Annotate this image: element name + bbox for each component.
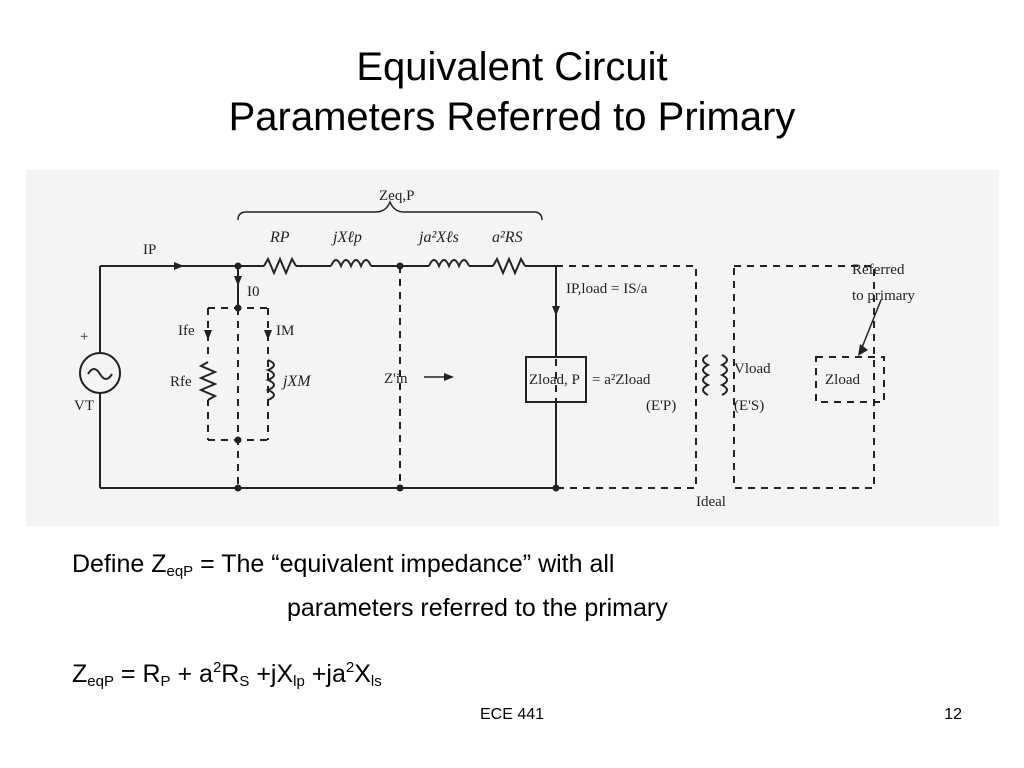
label-zloadp: Zload, P bbox=[529, 372, 580, 388]
definition-line-1: Define ZeqP = The “equivalent impedance”… bbox=[72, 550, 615, 580]
circuit-diagram: Zeq,P IP RP jXℓp ja²Xℓs a²RS I0 Ife IM R… bbox=[74, 188, 915, 510]
zeq-formula: ZeqP = RP + a2RS +jXlp +ja2Xls bbox=[72, 659, 382, 690]
label-ideal: Ideal bbox=[696, 494, 726, 510]
referred-arrow-icon bbox=[858, 344, 868, 356]
footer-course: ECE 441 bbox=[479, 706, 545, 723]
label-jxm: jXM bbox=[281, 373, 312, 390]
shunt-elements bbox=[198, 354, 728, 401]
label-zeq: Zeq,P bbox=[379, 188, 414, 204]
label-referred-2: to primary bbox=[852, 288, 915, 304]
label-ep: (E'P) bbox=[646, 398, 676, 414]
title-line-2: Parameters Referred to Primary bbox=[228, 95, 796, 139]
label-i0: I0 bbox=[247, 284, 260, 300]
label-rp: RP bbox=[269, 229, 290, 246]
label-vt: VT bbox=[74, 398, 94, 414]
circuit-wires bbox=[79, 256, 587, 489]
circuit-figure: Zeq,P IP RP jXℓp ja²Xℓs a²RS I0 Ife IM R… bbox=[26, 170, 999, 526]
label-zin: Z'in bbox=[384, 371, 408, 387]
label-a2rs: a²RS bbox=[492, 229, 523, 246]
label-zload: Zload bbox=[825, 372, 860, 388]
circuit-nodes bbox=[174, 262, 560, 492]
label-es: (E'S) bbox=[734, 398, 764, 414]
annotation-marks bbox=[237, 199, 882, 378]
title-line-1: Equivalent Circuit bbox=[356, 45, 668, 89]
label-plus: + bbox=[80, 329, 88, 345]
label-vload: Vload bbox=[734, 361, 771, 377]
label-ipload: IP,load = IS/a bbox=[566, 281, 648, 297]
label-referred-1: Referred bbox=[852, 262, 905, 278]
definition-text: Define ZeqP = The “equivalent impedance”… bbox=[72, 546, 972, 626]
page-number: 12 bbox=[944, 706, 962, 723]
label-jxlp: jXℓp bbox=[331, 229, 362, 246]
label-ja2xls: ja²Xℓs bbox=[417, 229, 459, 246]
label-a2zload: = a²Zload bbox=[592, 372, 651, 388]
label-im: IM bbox=[276, 323, 294, 339]
label-rfe: Rfe bbox=[170, 374, 192, 390]
slide-title: Equivalent Circuit Parameters Referred t… bbox=[0, 42, 1024, 142]
definition-line-2: parameters referred to the primary bbox=[287, 594, 668, 622]
label-ip: IP bbox=[143, 242, 156, 258]
label-ife: Ife bbox=[178, 323, 195, 339]
